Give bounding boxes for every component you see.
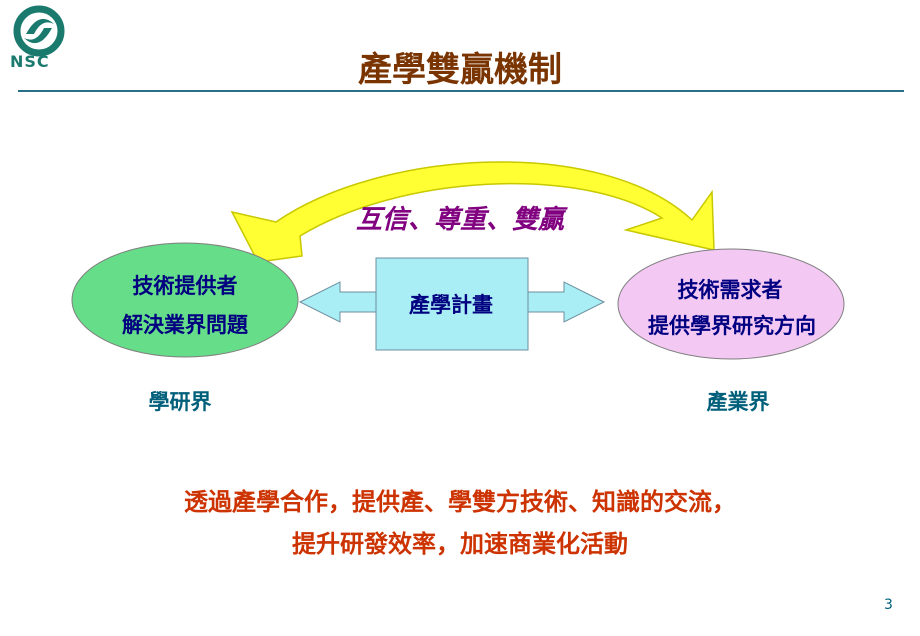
left-caption: 學研界 <box>148 389 212 414</box>
left-ellipse <box>71 242 299 358</box>
summary-line2: 提升研發效率，加速商業化活動 <box>292 529 628 558</box>
arc-label: 互信、尊重、雙贏 <box>355 205 564 235</box>
center-box <box>375 257 529 351</box>
left-node-line1: 技術提供者 <box>132 273 238 298</box>
double-arrow <box>298 281 377 323</box>
left-node-line2: 解決業界問題 <box>122 312 248 337</box>
title-divider <box>18 90 904 92</box>
right-ellipse <box>617 248 845 360</box>
right-caption: 產業界 <box>706 389 770 414</box>
curved-arrow <box>230 161 715 263</box>
logo-text: NSC <box>10 52 50 71</box>
center-node-label: 產學計畫 <box>409 292 493 317</box>
summary-line1: 透過產學合作，提供產、學雙方技術、知識的交流， <box>184 487 736 516</box>
nsc-logo-icon <box>13 5 65 57</box>
page-number: 3 <box>884 597 893 613</box>
right-node-line1: 技術需求者 <box>677 277 783 302</box>
slide-title: 產學雙贏機制 <box>358 50 562 90</box>
right-node-line2: 提供學界研究方向 <box>648 313 816 338</box>
